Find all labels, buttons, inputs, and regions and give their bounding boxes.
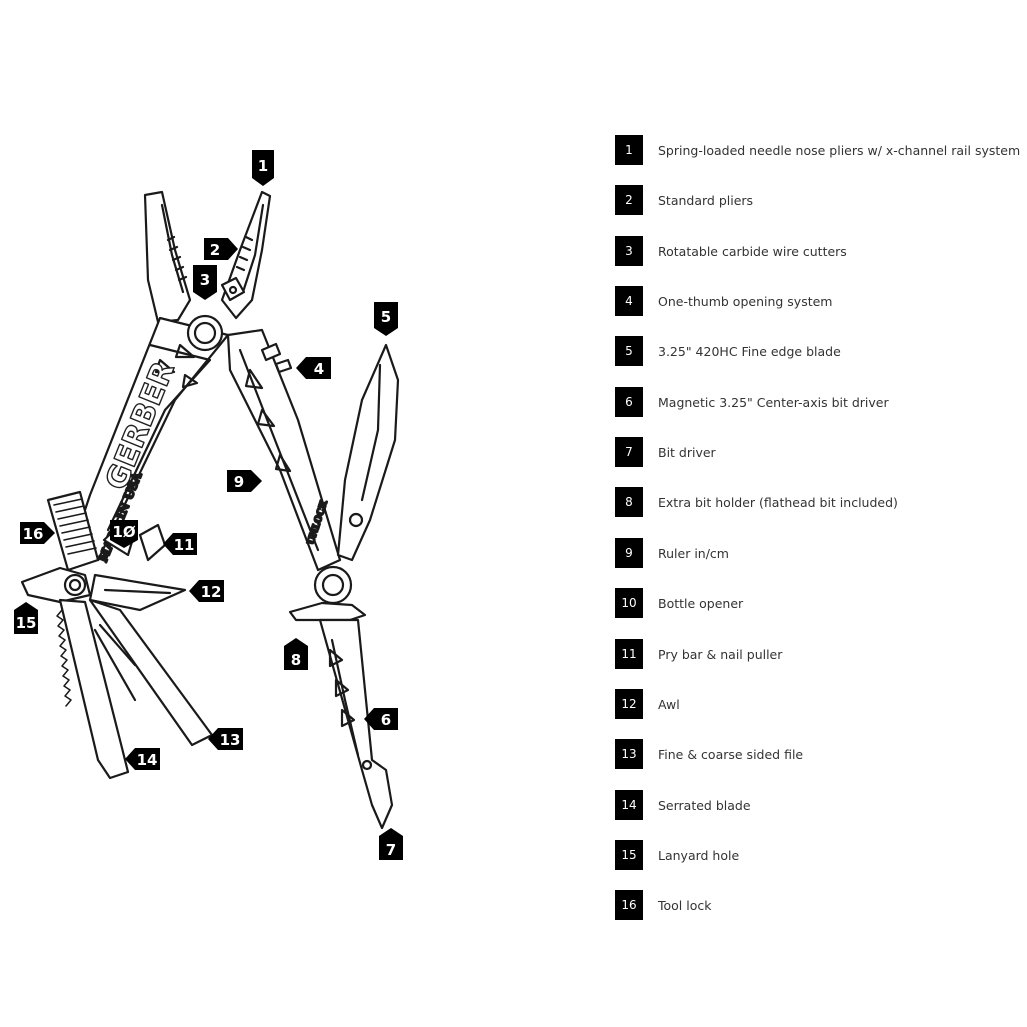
- legend-description: Ruler in/cm: [658, 545, 729, 561]
- awl: [88, 573, 187, 612]
- serrated-blade: [56, 598, 137, 780]
- svg-text:12: 12: [201, 583, 222, 601]
- legend-description: Extra bit holder (flathead bit included): [658, 494, 898, 510]
- legend-description: Lanyard hole: [658, 847, 740, 863]
- legend-number-badge: 12: [615, 689, 643, 719]
- svg-text:3: 3: [200, 271, 210, 289]
- svg-text:15: 15: [16, 614, 37, 632]
- tool-lock: [46, 490, 100, 572]
- legend-row: 6 Magnetic 3.25" Center-axis bit driver: [615, 387, 889, 417]
- legend-description: Awl: [658, 696, 680, 712]
- legend-description: 3.25" 420HC Fine edge blade: [658, 343, 841, 359]
- svg-text:4: 4: [314, 360, 324, 378]
- callout-10: 1Ø: [110, 520, 138, 548]
- callout-14: 14: [125, 748, 160, 770]
- legend-description: Magnetic 3.25" Center-axis bit driver: [658, 394, 889, 410]
- legend-description: Pry bar & nail puller: [658, 646, 783, 662]
- legend-number-badge: 16: [615, 890, 643, 920]
- legend-description: Bottle opener: [658, 595, 744, 611]
- pivot-center: [288, 565, 367, 622]
- lanyard-pivot: [20, 566, 92, 604]
- callout-11: 11: [163, 533, 197, 555]
- callout-1: 1: [252, 150, 274, 186]
- svg-text:11: 11: [174, 536, 195, 554]
- legend-description: One-thumb opening system: [658, 293, 833, 309]
- legend-row: 16 Tool lock: [615, 890, 712, 920]
- legend-number-badge: 14: [615, 790, 643, 820]
- legend-description: Bit driver: [658, 444, 716, 460]
- legend-row: 7 Bit driver: [615, 437, 716, 467]
- legend-description: Fine & coarse sided file: [658, 746, 804, 762]
- legend-number-badge: 9: [615, 538, 643, 568]
- multitool-illustration: GERBER MADE IN USA UNLOCK: [14, 150, 403, 860]
- legend-row: 15 Lanyard hole: [615, 840, 739, 870]
- legend-number-badge: 13: [615, 739, 643, 769]
- legend-row: 13 Fine & coarse sided file: [615, 739, 803, 769]
- right-handle: [226, 328, 342, 572]
- svg-text:8: 8: [291, 651, 301, 669]
- svg-text:1Ø: 1Ø: [112, 523, 135, 541]
- legend-row: 2 Standard pliers: [615, 185, 753, 215]
- callout-16: 16: [20, 522, 55, 544]
- legend-number-badge: 6: [615, 387, 643, 417]
- legend-row: 8 Extra bit holder (flathead bit included…: [615, 487, 898, 517]
- legend-row: 10 Bottle opener: [615, 588, 743, 618]
- svg-text:5: 5: [381, 308, 391, 326]
- svg-text:13: 13: [220, 731, 241, 749]
- knife-blade: [336, 343, 400, 562]
- svg-text:1: 1: [258, 157, 268, 175]
- legend-description: Rotatable carbide wire cutters: [658, 243, 847, 259]
- legend-description: Spring-loaded needle nose pliers w/ x-ch…: [658, 142, 1021, 158]
- callout-4: 4: [296, 357, 331, 379]
- callout-15: 15: [14, 602, 38, 634]
- callout-13: 13: [208, 728, 243, 750]
- svg-text:14: 14: [137, 751, 158, 769]
- bit-driver: [318, 618, 394, 830]
- legend-row: 1 Spring-loaded needle nose pliers w/ x-c…: [615, 135, 1020, 165]
- legend-number-badge: 2: [615, 185, 643, 215]
- legend-number-badge: 3: [615, 236, 643, 266]
- svg-text:7: 7: [386, 841, 396, 859]
- legend-number-badge: 5: [615, 336, 643, 366]
- legend-description: Serrated blade: [658, 797, 751, 813]
- legend-description: Standard pliers: [658, 192, 754, 208]
- thumb-opener: [260, 342, 293, 374]
- pivot-left: [186, 314, 224, 352]
- svg-text:9: 9: [234, 473, 244, 491]
- legend-row: 5 3.25" 420HC Fine edge blade: [615, 336, 841, 366]
- legend-row: 9 Ruler in/cm: [615, 538, 729, 568]
- callout-6: 6: [364, 708, 398, 730]
- callout-7: 7: [379, 828, 403, 860]
- legend-row: 12 Awl: [615, 689, 680, 719]
- legend-number-badge: 1: [615, 135, 643, 165]
- callout-9: 9: [227, 470, 262, 492]
- legend-description: Tool lock: [658, 897, 712, 913]
- legend-row: 4 One-thumb opening system: [615, 286, 832, 316]
- svg-text:16: 16: [23, 525, 44, 543]
- callout-8: 8: [284, 638, 308, 670]
- legend-number-badge: 11: [615, 639, 643, 669]
- callout-12: 12: [189, 580, 224, 602]
- legend-number-badge: 10: [615, 588, 643, 618]
- legend-number-badge: 4: [615, 286, 643, 316]
- callout-3: 3: [193, 265, 217, 300]
- callout-5: 5: [374, 302, 398, 336]
- svg-text:2: 2: [210, 241, 220, 259]
- callout-2: 2: [204, 238, 238, 260]
- legend-number-badge: 8: [615, 487, 643, 517]
- legend-row: 11 Pry bar & nail puller: [615, 639, 782, 669]
- svg-text:6: 6: [381, 711, 391, 729]
- legend-number-badge: 7: [615, 437, 643, 467]
- wire-cutter: [220, 276, 246, 302]
- legend-row: 14 Serrated blade: [615, 790, 751, 820]
- legend-row: 3 Rotatable carbide wire cutters: [615, 236, 847, 266]
- legend-number-badge: 15: [615, 840, 643, 870]
